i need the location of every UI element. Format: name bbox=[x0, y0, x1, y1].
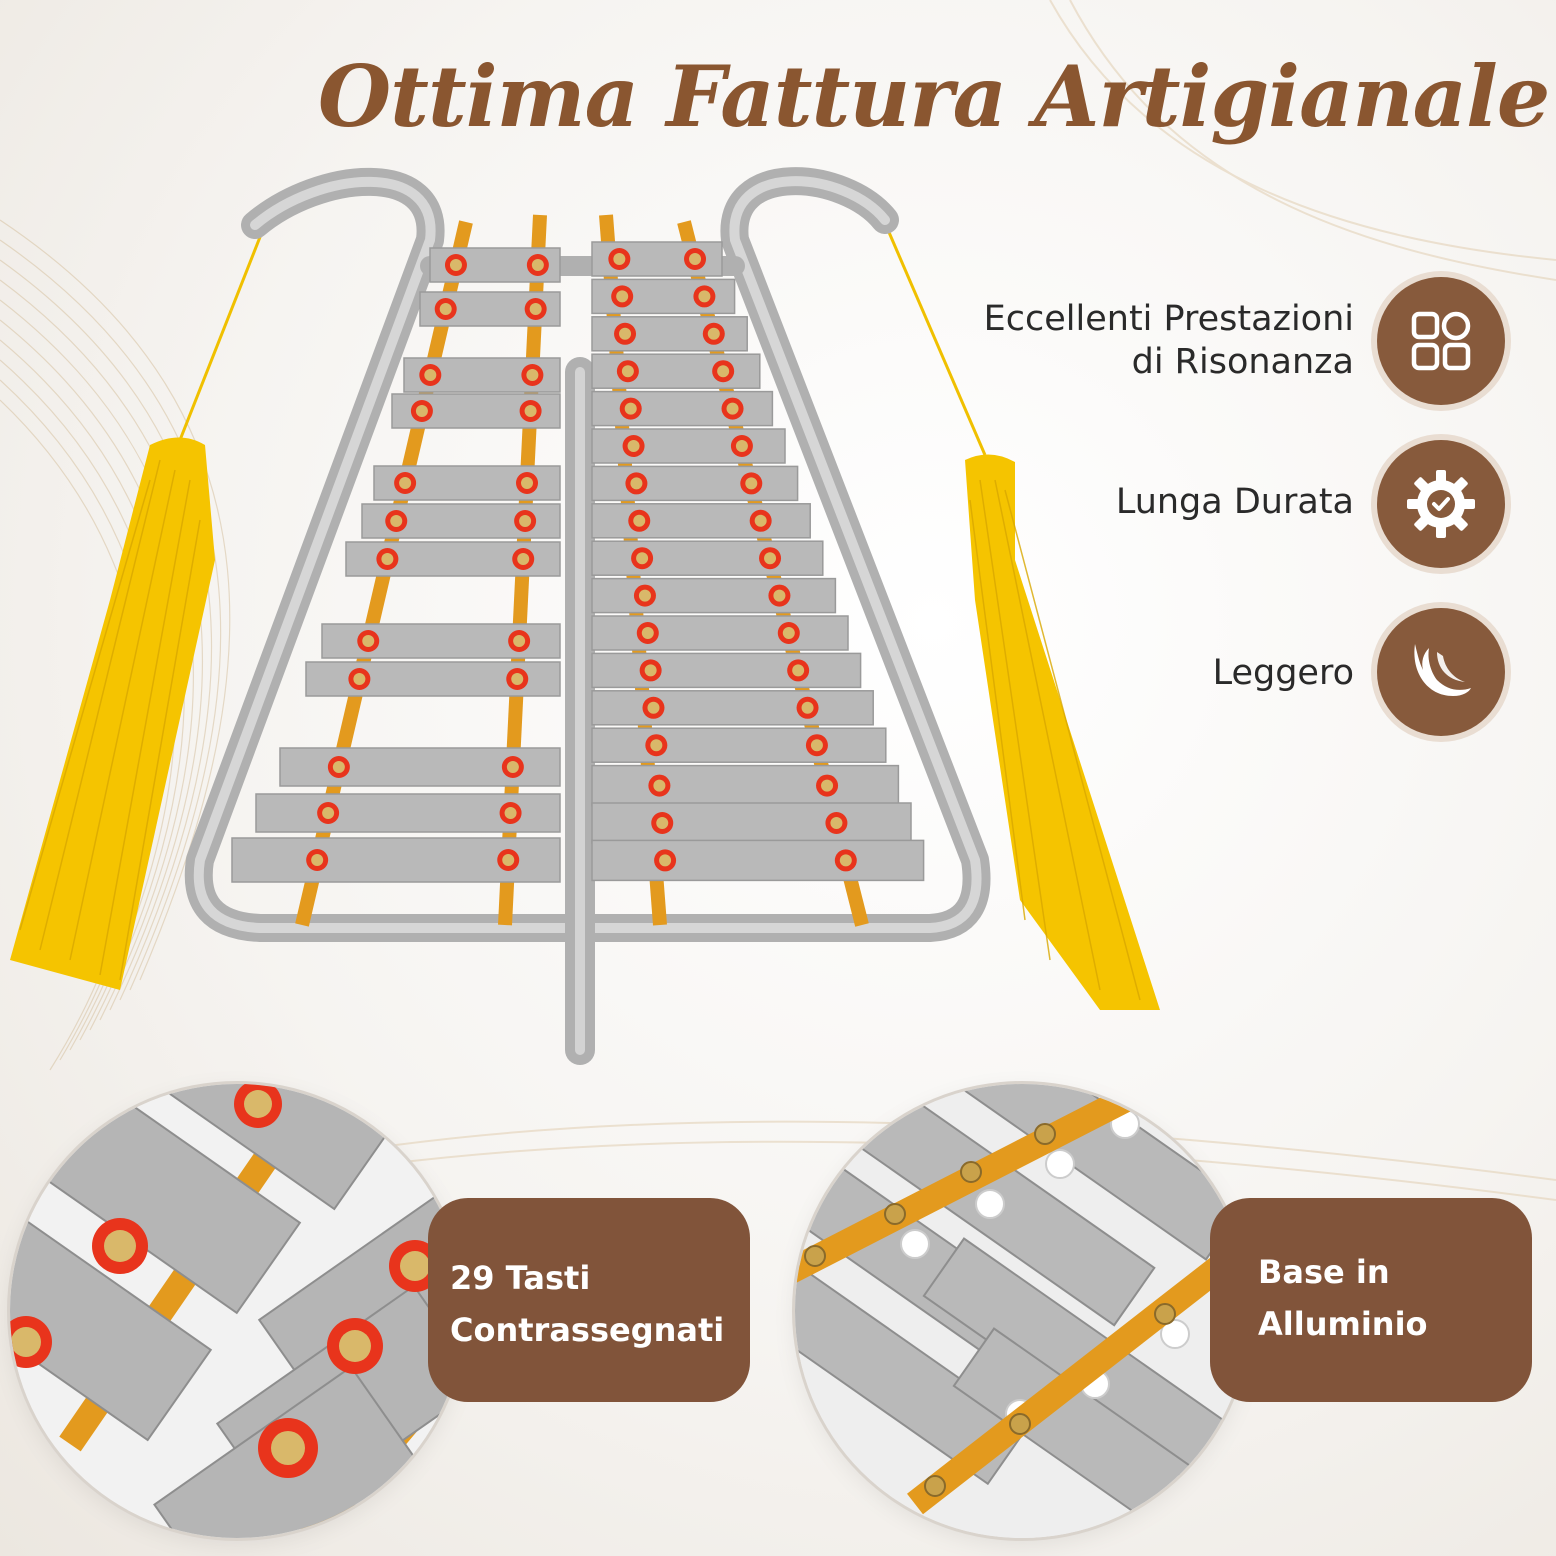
left-bar-4 bbox=[391, 393, 561, 429]
page-title: Ottima Fattura Artigianale bbox=[318, 47, 1550, 146]
right-bar-6 bbox=[591, 428, 786, 464]
right-bar-4 bbox=[591, 353, 761, 389]
right-tassel bbox=[886, 229, 1160, 1010]
gear-check-icon bbox=[1377, 440, 1505, 568]
right-bar-15 bbox=[591, 764, 900, 807]
left-bar-8 bbox=[321, 623, 561, 659]
right-bar-9 bbox=[591, 540, 824, 576]
right-bar-16 bbox=[591, 802, 912, 844]
left-bar-10 bbox=[279, 747, 561, 787]
right-bar-14 bbox=[591, 727, 887, 763]
callout-marked-keys: 29 Tasti Contrassegnati bbox=[428, 1198, 750, 1402]
left-tassel bbox=[10, 231, 264, 990]
left-bar-1 bbox=[429, 247, 561, 283]
right-bar-7 bbox=[591, 465, 799, 502]
right-bar-5 bbox=[591, 390, 774, 427]
left-bar-3 bbox=[403, 357, 561, 393]
feather-icon bbox=[1377, 608, 1505, 736]
glockenspiel-illustration bbox=[10, 167, 1160, 1065]
feature-resonance-line1: Eccellenti Prestazioni bbox=[983, 299, 1354, 339]
right-bar-1 bbox=[591, 241, 723, 277]
right-bar-row bbox=[591, 241, 925, 882]
feature-light-line1: Leggero bbox=[1212, 653, 1354, 693]
right-bar-13 bbox=[591, 690, 874, 726]
left-bar-9 bbox=[305, 661, 561, 697]
grid-icon bbox=[1377, 277, 1505, 405]
feature-label-resonance: Eccellenti Prestazioni di Risonanza bbox=[984, 298, 1354, 384]
feature-label-durability: Lunga Durata bbox=[1116, 481, 1354, 524]
feature-label-light: Leggero bbox=[1213, 652, 1354, 695]
aluminium-frame bbox=[184, 167, 991, 1065]
left-bar-2 bbox=[419, 291, 561, 327]
callout-aluminium-base: Base in Alluminio bbox=[1210, 1198, 1532, 1402]
right-bar-11 bbox=[591, 615, 849, 651]
right-bar-12 bbox=[591, 652, 862, 689]
feature-resonance-line2: di Risonanza bbox=[1131, 342, 1354, 382]
right-bar-17 bbox=[591, 839, 925, 882]
right-bar-8 bbox=[591, 503, 811, 539]
right-bar-10 bbox=[591, 577, 837, 614]
right-bar-3 bbox=[591, 316, 748, 352]
screws bbox=[10, 1084, 441, 1478]
left-bar-6 bbox=[361, 503, 561, 539]
zoom-marked-keys bbox=[10, 1084, 464, 1538]
callout-keys-line1: 29 Tasti bbox=[450, 1259, 591, 1297]
feature-durability-line1: Lunga Durata bbox=[1115, 482, 1354, 522]
zoom-aluminium-base bbox=[795, 1084, 1249, 1538]
callout-keys-line2: Contrassegnati bbox=[450, 1311, 725, 1349]
right-bar-2 bbox=[591, 278, 736, 315]
left-bar-11 bbox=[255, 793, 561, 833]
callout-base-line1: Base in bbox=[1258, 1253, 1390, 1291]
left-bar-5 bbox=[373, 465, 561, 501]
left-bar-7 bbox=[345, 541, 561, 577]
left-bar-row bbox=[231, 247, 561, 883]
callout-base-line2: Alluminio bbox=[1258, 1305, 1428, 1343]
left-bar-12 bbox=[231, 837, 561, 883]
